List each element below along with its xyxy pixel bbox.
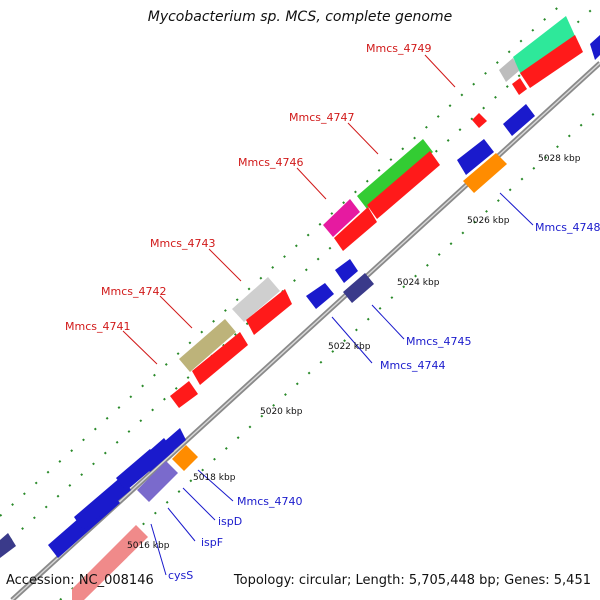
gene-label[interactable]: ispF — [201, 536, 223, 549]
gene-blue-b[interactable] — [74, 476, 131, 530]
gene-teal-4749[interactable] — [513, 16, 575, 75]
reverse-genes — [0, 104, 535, 600]
forward-connectors — [122, 54, 456, 365]
forward-labels: Mmcs_4741 Mmcs_4742 Mmcs_4743 Mmcs_4746 … — [65, 42, 431, 333]
tick-label: 5028 kbp — [538, 154, 581, 164]
gene-label[interactable]: Mmcs_4745 — [406, 335, 471, 348]
gene-red-4749b[interactable] — [512, 78, 527, 95]
gene-gray-4749[interactable] — [499, 58, 520, 82]
gene-label[interactable]: ispD — [218, 515, 242, 528]
gene-mmcs-4741[interactable] — [170, 381, 198, 408]
reverse-labels: cysS ispF ispD Mmcs_4740 Mmcs_4744 Mmcs_… — [168, 221, 600, 582]
tick-labels: 5016 kbp 5018 kbp 5020 kbp 5022 kbp 5024… — [127, 154, 581, 551]
gene-mmcs-4745b[interactable] — [335, 259, 358, 283]
gene-label[interactable]: Mmcs_4748 — [535, 221, 600, 234]
gene-red-4747[interactable] — [367, 151, 440, 219]
gene-label[interactable]: Mmcs_4744 — [380, 359, 445, 372]
gene-label[interactable]: Mmcs_4742 — [101, 285, 166, 298]
gene-red-4743[interactable] — [246, 289, 292, 335]
gene-red-4746[interactable] — [334, 207, 377, 251]
reverse-connectors — [150, 192, 534, 576]
gene-mmcs-4749[interactable] — [472, 113, 487, 128]
gene-ispF[interactable] — [137, 461, 178, 502]
gene-mmcs-4740[interactable] — [165, 428, 186, 452]
gene-blue-left[interactable] — [0, 533, 16, 558]
gene-green-4747[interactable] — [357, 139, 433, 209]
gene-label[interactable]: cysS — [168, 569, 193, 582]
tick-label: 5024 kbp — [397, 278, 440, 288]
gene-label[interactable]: Mmcs_4746 — [238, 156, 303, 169]
tick-label: 5026 kbp — [467, 216, 510, 226]
gene-label[interactable]: Mmcs_4740 — [237, 495, 302, 508]
gene-blue-right[interactable] — [590, 35, 600, 60]
gene-blue-d[interactable] — [140, 438, 174, 472]
accession-text: Accession: NC_008146 — [6, 573, 154, 588]
gene-red-4749a[interactable] — [520, 35, 583, 88]
gene-blue-4748b[interactable] — [503, 104, 535, 136]
gene-mmcs-4743[interactable] — [232, 277, 280, 322]
gene-label[interactable]: Mmcs_4741 — [65, 320, 130, 333]
gene-mmcs-4746[interactable] — [323, 199, 360, 237]
gene-mmcs-4748[interactable] — [463, 153, 507, 193]
tick-label: 5022 kbp — [328, 342, 371, 352]
gene-blue-4748a[interactable] — [457, 139, 494, 175]
gene-label[interactable]: Mmcs_4747 — [289, 111, 354, 124]
forward-genes — [170, 16, 600, 408]
gene-ispD[interactable] — [172, 445, 198, 471]
gene-mmcs-4744[interactable] — [306, 283, 334, 309]
gene-label[interactable]: Mmcs_4743 — [150, 237, 215, 250]
gene-red-4742[interactable] — [192, 332, 248, 385]
genome-summary-text: Topology: circular; Length: 5,705,448 bp… — [233, 573, 591, 588]
gene-cysS[interactable] — [72, 525, 148, 600]
tick-label: 5016 kbp — [127, 541, 170, 551]
gene-mmcs-4745[interactable] — [343, 273, 374, 303]
map-title: Mycobacterium sp. MCS, complete genome — [147, 9, 453, 25]
tick-label: 5018 kbp — [193, 473, 236, 483]
tick-label: 5020 kbp — [260, 407, 303, 417]
gene-label[interactable]: Mmcs_4749 — [366, 42, 431, 55]
gene-mmcs-4742[interactable] — [179, 319, 236, 372]
